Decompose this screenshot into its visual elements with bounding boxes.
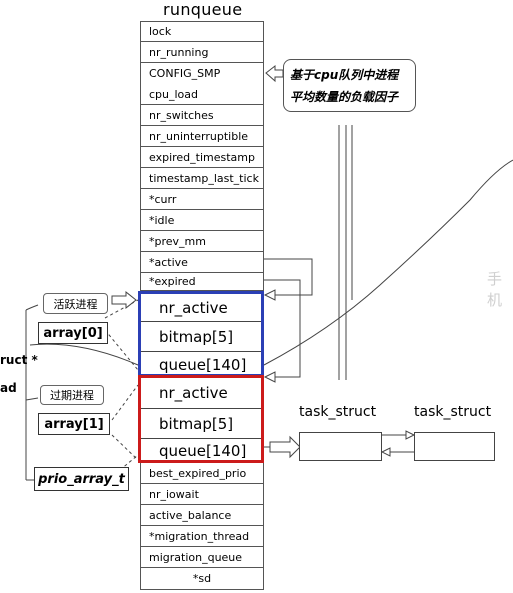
field-expired-timestamp: expired_timestamp bbox=[140, 147, 264, 168]
field-config-smp: CONFIG_SMP bbox=[140, 63, 264, 84]
active-bitmap: bitmap[5] bbox=[141, 321, 261, 351]
active-queue: queue[140] bbox=[141, 351, 261, 377]
field-nr-switches: nr_switches bbox=[140, 105, 264, 126]
task-arrowhead-left bbox=[380, 447, 391, 457]
note-pointer-arrow bbox=[265, 64, 284, 83]
field-nr-iowait: nr_iowait bbox=[140, 484, 264, 505]
expired-pointer-line bbox=[264, 279, 301, 378]
load-text: ad bbox=[0, 381, 17, 395]
field-active-balance: active_balance bbox=[140, 505, 264, 526]
task-arrowhead-right bbox=[405, 430, 416, 440]
field-timestamp-last-tick: timestamp_last_tick bbox=[140, 168, 264, 189]
blue-pointer-arrowhead bbox=[263, 289, 276, 301]
active-pointer-line bbox=[264, 258, 313, 296]
expired-prio-array: nr_active bitmap[5] queue[140] bbox=[138, 375, 264, 463]
field-nr-running: nr_running bbox=[140, 42, 264, 63]
field-lock: lock bbox=[140, 21, 264, 42]
field-curr: *curr bbox=[140, 189, 264, 210]
array0-label: array[0] bbox=[38, 322, 108, 344]
expired-nr-active: nr_active bbox=[159, 384, 228, 402]
red-pointer-arrowhead bbox=[263, 371, 276, 383]
field-best-expired-prio: best_expired_prio bbox=[140, 463, 264, 484]
struct-pointer-line bbox=[29, 343, 139, 366]
field-idle: *idle bbox=[140, 210, 264, 231]
active-nr-active: nr_active bbox=[159, 298, 228, 317]
field-sd: *sd bbox=[140, 568, 264, 590]
array1-label: array[1] bbox=[38, 413, 110, 435]
active-hollow-arrow bbox=[111, 290, 137, 310]
field-nr-uninterruptible: nr_uninterruptible bbox=[140, 126, 264, 147]
array0-dashed-link bbox=[104, 299, 139, 371]
runqueue-title: runqueue bbox=[163, 0, 243, 19]
expired-process-label: 过期进程 bbox=[40, 385, 104, 405]
queue-hollow-arrow bbox=[269, 435, 301, 459]
field-migration-queue: migration_queue bbox=[140, 547, 264, 568]
active-prio-array: nr_active bitmap[5] queue[140] bbox=[138, 291, 264, 377]
struct-pointer-text: ruct * bbox=[0, 353, 38, 367]
field-expired: *expired bbox=[140, 273, 264, 291]
bracket-connector bbox=[25, 304, 39, 481]
task-struct-box-1 bbox=[299, 432, 382, 461]
task-struct-label-2: task_struct bbox=[414, 404, 492, 420]
prio-dashed-link bbox=[119, 454, 139, 471]
task-struct-box-2 bbox=[414, 432, 495, 461]
array1-dashed-link bbox=[111, 384, 139, 461]
note-line-1: 基于cpu队列中进程 bbox=[290, 67, 399, 82]
field-active: *active bbox=[140, 252, 264, 273]
long-curve-line bbox=[263, 159, 513, 366]
task-struct-label-1: task_struct bbox=[299, 404, 377, 420]
load-factor-note: 基于cpu队列中进程 平均数量的负载因子 bbox=[283, 59, 416, 112]
expired-bitmap: bitmap[5] bbox=[141, 408, 261, 438]
field-migration-thread: *migration_thread bbox=[140, 526, 264, 547]
watermark-text: 手机 bbox=[487, 270, 503, 309]
field-cpu-load: cpu_load bbox=[140, 84, 264, 105]
note-line-2: 平均数量的负载因子 bbox=[290, 89, 399, 104]
expired-queue: queue[140] bbox=[141, 438, 261, 463]
field-prev-mm: *prev_mm bbox=[140, 231, 264, 252]
active-process-label: 活跃进程 bbox=[43, 293, 108, 314]
prio-array-t-label: prio_array_t bbox=[34, 467, 129, 491]
